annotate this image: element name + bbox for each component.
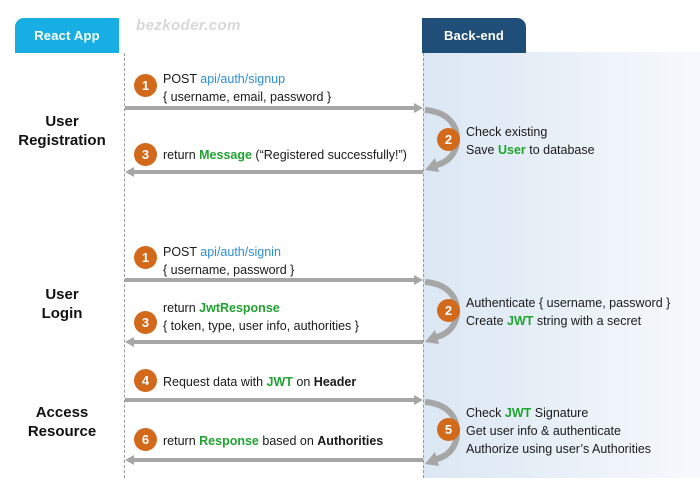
message-login-response: return JwtResponse { token, type, user i… [163, 299, 359, 335]
note-line-3: Authorize using user’s Authorities [466, 442, 652, 457]
section-title-line1: User [45, 286, 79, 303]
lifeline-backend [423, 53, 424, 478]
api-path-signin: api/auth/signin [200, 245, 281, 259]
note-prefix: Create [466, 314, 507, 329]
note-login-processing: Authenticate { username, password } Crea… [466, 294, 670, 330]
highlight-authorities: Authorities [317, 434, 384, 448]
section-title-access-resource: Access Resource [0, 404, 124, 442]
arrow-registration-response [125, 167, 423, 177]
step-badge-3-registration: 3 [134, 143, 157, 166]
section-title-line1: User [45, 113, 79, 130]
arrowhead-right-icon [414, 275, 423, 285]
arrowhead-left-icon [125, 455, 134, 465]
arrow-resource-request [125, 395, 423, 405]
note-line-1: Check existing [466, 125, 548, 139]
message-registration-response: return Message (“Registered successfully… [163, 146, 407, 164]
msg-prefix: Request data with [163, 375, 267, 389]
actor-backend: Back-end [422, 18, 526, 53]
arrow-signin-request [125, 275, 423, 285]
message-line-2: { username, password } [163, 263, 295, 278]
highlight-header: Header [313, 375, 357, 389]
highlight-jwt: JWT [507, 314, 534, 329]
note-prefix: Check [466, 406, 505, 420]
message-line-1: POST api/auth/signin [163, 243, 294, 261]
message-line-1: POST api/auth/signup [163, 70, 331, 88]
highlight-jwt: JWT [504, 406, 532, 420]
highlight-user: User [497, 143, 526, 158]
message-line-2: { token, type, user info, authorities } [163, 319, 359, 334]
message-resource-response: return Response based on Authorities [163, 432, 383, 450]
message-line-1: Request data with JWT on Header [163, 373, 356, 391]
arrowhead-left-icon [125, 337, 134, 347]
highlight-jwtresponse: JwtResponse [199, 301, 280, 315]
note-line-2: Get user info & authenticate [466, 424, 621, 439]
arrow-login-response [125, 337, 423, 347]
step-badge-3-login: 3 [134, 311, 157, 334]
note-line-1: Check JWT Signature [466, 404, 651, 422]
msg-mid: on [292, 375, 314, 389]
message-line-1: return Message (“Registered successfully… [163, 146, 407, 164]
section-title-line2: Login [41, 304, 83, 322]
msg-prefix: POST [163, 245, 201, 259]
message-signup-request: POST api/auth/signup { username, email, … [163, 70, 331, 106]
step-badge-5: 5 [437, 418, 460, 441]
msg-prefix: return [163, 301, 200, 315]
msg-prefix: POST [163, 72, 201, 86]
step-badge-4: 4 [134, 369, 157, 392]
message-resource-request: Request data with JWT on Header [163, 373, 356, 391]
api-path-signup: api/auth/signup [200, 72, 286, 86]
backend-activity-band [423, 52, 700, 478]
section-title-user-login: User Login [0, 286, 124, 324]
highlight-response: Response [199, 434, 259, 448]
highlight-jwt: JWT [266, 375, 293, 389]
message-line-2: { username, email, password } [163, 90, 332, 105]
step-badge-1-login: 1 [134, 246, 157, 269]
arrow-resource-response [125, 455, 423, 465]
arrowhead-right-icon [414, 103, 423, 113]
step-badge-2-login: 2 [437, 299, 460, 322]
message-line-1: return JwtResponse [163, 299, 359, 317]
note-prefix: Save [466, 143, 498, 158]
note-registration-processing: Check existing Save User to database [466, 123, 595, 159]
highlight-message: Message [199, 148, 252, 162]
arrow-signup-request [125, 103, 423, 113]
section-title-line1: Access [35, 404, 89, 421]
note-line-2: Create JWT string with a secret [466, 312, 670, 330]
section-title-line2: Registration [18, 131, 106, 149]
note-suffix: Signature [531, 406, 589, 420]
msg-prefix: return [163, 148, 200, 162]
message-signin-request: POST api/auth/signin { username, passwor… [163, 243, 294, 279]
lifeline-react-app [124, 53, 125, 478]
step-badge-6: 6 [134, 428, 157, 451]
arrowhead-right-icon [414, 395, 423, 405]
section-title-user-registration: User Registration [0, 113, 124, 151]
arrowhead-left-icon [125, 167, 134, 177]
step-badge-2-registration: 2 [437, 128, 460, 151]
watermark: bezkoder.com [136, 17, 241, 34]
note-resource-processing: Check JWT Signature Get user info & auth… [466, 404, 651, 458]
section-title-line2: Resource [27, 422, 97, 440]
note-suffix: string with a secret [533, 314, 642, 329]
msg-mid: based on [258, 434, 318, 448]
note-line-1: Authenticate { username, password } [466, 296, 671, 310]
message-line-1: return Response based on Authorities [163, 432, 383, 450]
msg-prefix: return [163, 434, 200, 448]
actor-react-app: React App [15, 18, 119, 53]
msg-suffix: (“Registered successfully!”) [251, 148, 407, 162]
note-suffix: to database [525, 143, 595, 158]
step-badge-1: 1 [134, 74, 157, 97]
note-line-2: Save User to database [466, 141, 595, 159]
